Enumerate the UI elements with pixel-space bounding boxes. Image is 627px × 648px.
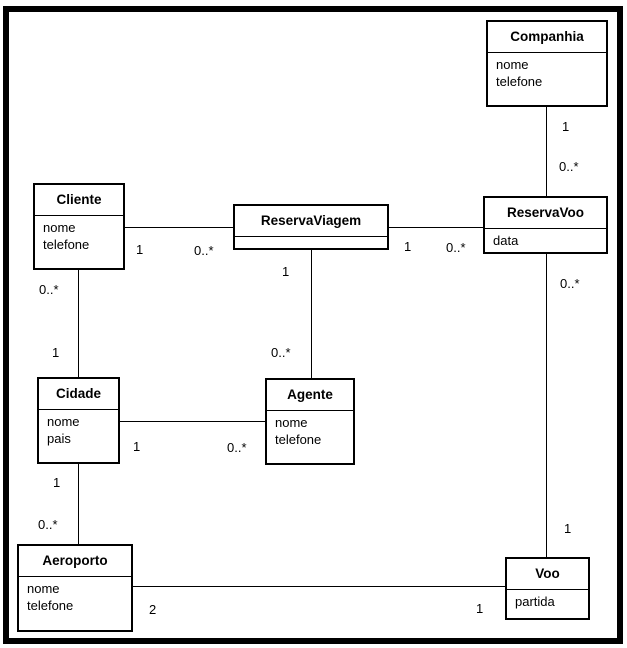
multiplicity-reservavoo-end: 0..* bbox=[446, 240, 466, 255]
class-reservaviagem: ReservaViagem bbox=[233, 204, 389, 250]
class-attributes: partida bbox=[507, 590, 588, 618]
class-attributes: nome telefone bbox=[35, 216, 123, 268]
attribute: telefone bbox=[27, 598, 74, 613]
association-reservavoo-voo bbox=[546, 254, 547, 557]
diagram-border bbox=[3, 6, 623, 644]
attribute: nome bbox=[275, 415, 308, 430]
class-voo: Voo partida bbox=[505, 557, 590, 620]
multiplicity-agente-end: 0..* bbox=[227, 440, 247, 455]
association-cidade-aeroporto bbox=[78, 464, 79, 544]
association-cliente-reservaviagem bbox=[125, 227, 233, 228]
class-title: Companhia bbox=[488, 22, 606, 53]
class-title: Aeroporto bbox=[19, 546, 131, 577]
class-title: Cidade bbox=[39, 379, 118, 410]
class-cliente: Cliente nome telefone bbox=[33, 183, 125, 270]
multiplicity-cidade-end: 1 bbox=[52, 345, 60, 360]
attribute: telefone bbox=[275, 432, 322, 447]
class-attributes: nome pais bbox=[39, 410, 118, 462]
attribute: nome bbox=[496, 57, 529, 72]
class-title: ReservaVoo bbox=[485, 198, 606, 229]
association-cliente-cidade bbox=[78, 270, 79, 377]
class-title: Cliente bbox=[35, 185, 123, 216]
attribute: nome bbox=[43, 220, 76, 235]
attribute: nome bbox=[27, 581, 60, 596]
class-attributes bbox=[235, 237, 387, 248]
multiplicity-cidade-end: 1 bbox=[53, 475, 61, 490]
class-attributes: nome telefone bbox=[19, 577, 131, 630]
multiplicity-cliente-end: 1 bbox=[136, 242, 144, 257]
multiplicity-reservaviagem-end: 1 bbox=[282, 264, 290, 279]
association-reservaviagem-agente bbox=[311, 250, 312, 378]
association-cidade-agente bbox=[120, 421, 265, 422]
multiplicity-aeroporto-end: 2 bbox=[149, 602, 157, 617]
multiplicity-reservavoo-end: 0..* bbox=[560, 276, 580, 291]
class-agente: Agente nome telefone bbox=[265, 378, 355, 465]
class-attributes: nome telefone bbox=[267, 411, 353, 463]
class-aeroporto: Aeroporto nome telefone bbox=[17, 544, 133, 632]
attribute: telefone bbox=[43, 237, 90, 252]
multiplicity-voo-end: 1 bbox=[476, 601, 484, 616]
multiplicity-agente-end: 0..* bbox=[271, 345, 291, 360]
class-title: ReservaViagem bbox=[235, 206, 387, 237]
multiplicity-reservaviagem-end: 1 bbox=[404, 239, 412, 254]
association-companhia-reservavoo bbox=[546, 107, 547, 196]
class-cidade: Cidade nome pais bbox=[37, 377, 120, 464]
attribute: partida bbox=[515, 594, 555, 609]
multiplicity-aeroporto-end: 0..* bbox=[38, 517, 58, 532]
class-title: Voo bbox=[507, 559, 588, 590]
class-reservavoo: ReservaVoo data bbox=[483, 196, 608, 254]
multiplicity-cliente-end: 0..* bbox=[39, 282, 59, 297]
association-reservaviagem-reservavoo bbox=[389, 227, 483, 228]
attribute: pais bbox=[47, 431, 71, 446]
attribute: telefone bbox=[496, 74, 543, 89]
multiplicity-companhia-end: 1 bbox=[562, 119, 570, 134]
multiplicity-voo-end: 1 bbox=[564, 521, 572, 536]
multiplicity-reservavoo-end: 0..* bbox=[559, 159, 579, 174]
class-companhia: Companhia nome telefone bbox=[486, 20, 608, 107]
class-attributes: data bbox=[485, 229, 606, 252]
attribute: data bbox=[493, 233, 519, 248]
class-attributes: nome telefone bbox=[488, 53, 606, 105]
multiplicity-reservaviagem-end: 0..* bbox=[194, 243, 214, 258]
multiplicity-cidade-end: 1 bbox=[133, 439, 141, 454]
attribute: nome bbox=[47, 414, 80, 429]
association-aeroporto-voo bbox=[133, 586, 505, 587]
class-title: Agente bbox=[267, 380, 353, 411]
